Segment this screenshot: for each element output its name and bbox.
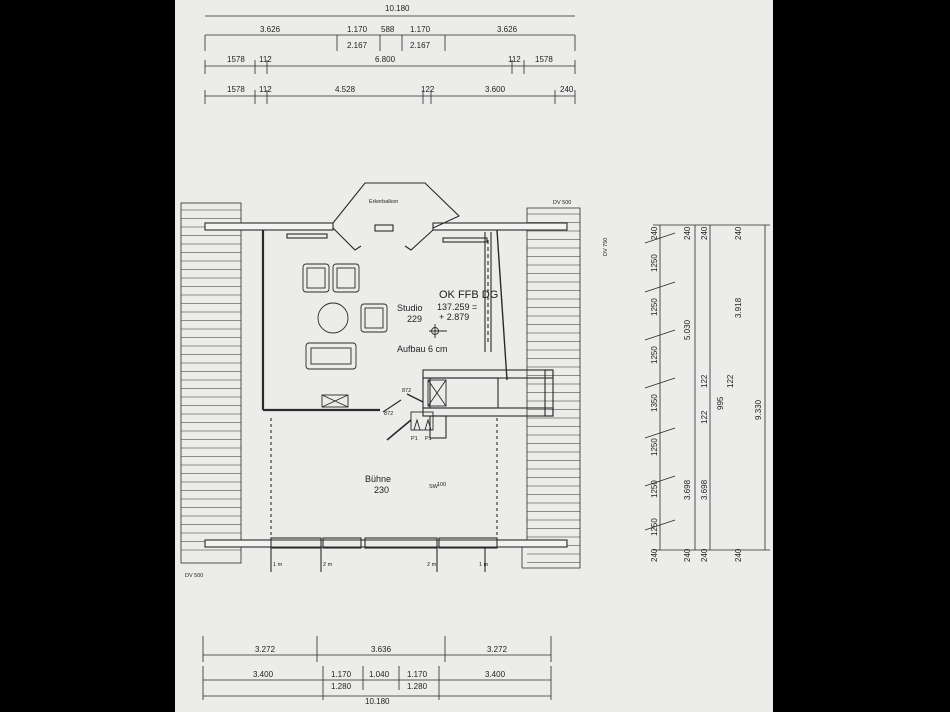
bot-total: 10.180 [365,697,390,706]
rd-c2-3: 240 [683,548,692,562]
rd-c2-1: 5.030 [683,319,692,340]
plan-sheet: 10.180 3.626 1.170 588 1.170 3.626 2.167… [175,0,773,712]
rd-c1-8: 240 [650,548,659,562]
bot-r2-a: 3.400 [253,670,274,679]
top-r3-f: 240 [560,85,574,94]
ok-ffb-label: OK FFB DG [439,289,498,301]
erker-label: Erkerbalkon [369,199,398,205]
buehne-label: Bühne [365,474,391,484]
top-r2-c: 6.800 [375,55,396,64]
buehne-number: 230 [374,485,389,495]
bot-r3-a: 1.280 [331,682,352,691]
top-r1-c: 588 [381,25,395,34]
rd-c1-7: 1250 [650,518,659,536]
door-label-1: 872 [402,388,411,394]
bot-r1-b: 3.636 [371,645,392,654]
rd-c3-6: 3.698 [700,479,709,500]
top-r2-b: 112 [259,55,272,64]
top-r1-a: 3.626 [260,25,281,34]
rd-c3-7: 240 [700,548,709,562]
marker-2m-right: 2 m [427,562,437,568]
top-r1-sub-a: 2.167 [347,41,368,50]
roof-right [521,207,581,569]
rd-c3-3: 122 [700,410,709,424]
rd-c3-4: 995 [716,396,725,410]
p1-label-b: P1 [425,436,432,442]
level-value-2: + 2.879 [439,312,469,322]
top-r3-e: 3.600 [485,85,506,94]
rd-c2-0: 240 [683,226,692,240]
door-label-2: 872 [384,411,393,417]
rd-c1-2: 1250 [650,298,659,316]
top-r3-b: 112 [259,85,272,94]
rd-c1-0: 240 [650,226,659,240]
top-r2-e: 1578 [535,55,553,64]
bot-r3-b: 1.280 [407,682,428,691]
top-r3-c: 4.528 [335,85,356,94]
top-r1-d: 1.170 [410,25,431,34]
rd-c3-2: 122 [700,374,709,388]
rd-c1-1: 1250 [650,254,659,272]
top-r3-a: 1578 [227,85,245,94]
bot-r1-c: 3.272 [487,645,508,654]
top-total: 10.180 [385,4,410,13]
level-value-1: 137.259 = [437,302,477,312]
top-dimension-lines: 10.180 3.626 1.170 588 1.170 3.626 2.167… [204,4,576,104]
studio-label: Studio [397,303,423,313]
rd-c1-4: 1350 [650,394,659,412]
rd-c4-0: 240 [734,226,743,240]
rd-c4-2: 240 [734,548,743,562]
top-r2-a: 1578 [227,55,245,64]
marker-1m-left: 1 m [273,562,283,568]
rd-c1-3: 1250 [650,346,659,364]
rd-c1-6: 1250 [650,480,659,498]
dv-top-right: DV 500 [553,200,571,206]
rd-c3-0: 240 [700,226,709,240]
top-r1-e: 3.626 [497,25,518,34]
bot-r1-a: 3.272 [255,645,276,654]
bot-r2-d: 1.170 [407,670,428,679]
sw-number: 100 [437,482,446,488]
bot-r2-c: 1.040 [369,670,390,679]
furniture [302,263,447,431]
rd-c3-1: 3.918 [734,297,743,318]
top-r1-b: 1.170 [347,25,368,34]
rd-c1-5: 1250 [650,438,659,456]
marker-1m-right: 1 m [479,562,489,568]
right-dimension-lines [644,224,770,551]
top-r2-d: 112 [508,55,521,64]
marker-2m-left: 2 m [323,562,333,568]
p1-label-a: P1 [411,436,418,442]
bot-r2-e: 3.400 [485,670,506,679]
aufbau-label: Aufbau 6 cm [397,344,448,354]
rd-c2-2: 3.698 [683,479,692,500]
top-r3-d: 122 [421,85,435,94]
studio-number: 229 [407,314,422,324]
rd-c4-1: 9.330 [754,399,763,420]
bottom-dimension-lines [202,636,552,700]
top-r1-sub-b: 2.167 [410,41,431,50]
roof-left [180,202,242,564]
sw-label: SW [429,484,439,490]
dv-side-right: DV 750 [603,238,609,256]
bot-r2-b: 1.170 [331,670,352,679]
rd-c3-5: 122 [726,374,735,388]
walls [204,182,568,572]
dv-bottom-left: DV 500 [185,573,203,579]
floor-plan-drawing: 10.180 3.626 1.170 588 1.170 3.626 2.167… [180,4,770,706]
